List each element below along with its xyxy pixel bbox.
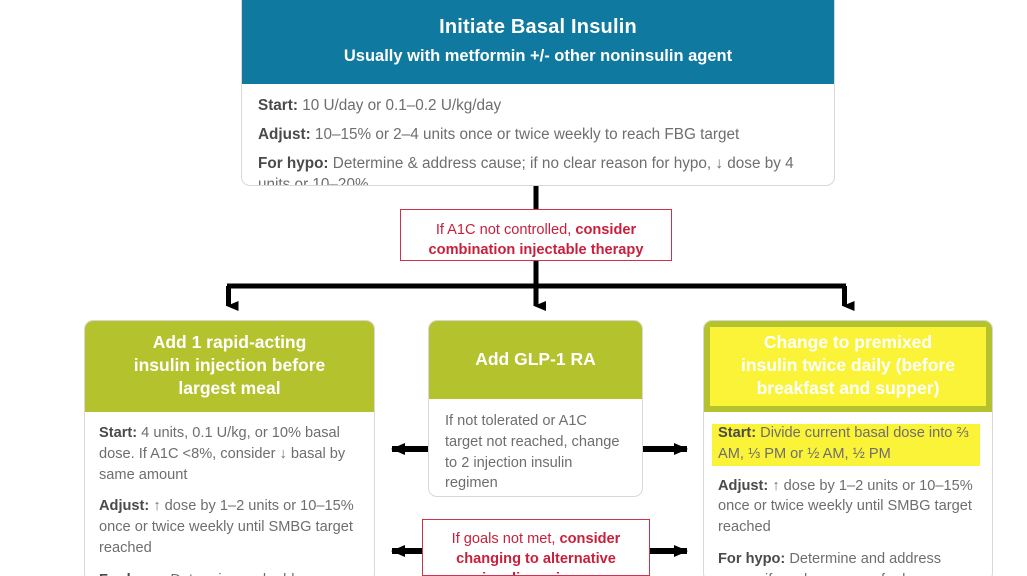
detail-row-adjust: Adjust: ↑ dose by 1–2 units or 10–15% on… [718, 476, 978, 538]
detail-label-for-hypo: For hypo: [718, 550, 786, 567]
card-change-to-premixed-insulin: Change to premixed insulin twice daily (… [703, 320, 993, 576]
decision-text-plain: If A1C not controlled, [435, 222, 576, 238]
card-body-initiate-basal-insulin: Start: 10 U/day or 0.1–0.2 U/kg/day Adju… [242, 84, 834, 186]
detail-row-for-hypo: For hypo: Determine & address cause; if … [258, 153, 818, 186]
decision-text-bold: consider changing to alternative insulin… [456, 531, 621, 575]
detail-label-adjust: Adjust: [99, 498, 150, 515]
card-title-line-3: breakfast and supper) [756, 378, 940, 399]
decision-box-goals-not-met: If goals not met, consider changing to a… [422, 519, 650, 576]
detail-row-for-hypo: For hypo: Determine and address cause; i… [99, 570, 360, 576]
card-header-add-rapid-acting-insulin: Add 1 rapid-acting insulin injection bef… [85, 321, 374, 413]
detail-text-glp1: If not tolerated or A1C target not reach… [445, 413, 620, 492]
detail-text-for-hypo: Determine and address cause; if no clear… [718, 550, 949, 576]
card-title: Add GLP-1 RA [475, 349, 596, 369]
card-body-change-to-premixed-insulin: Start: Divide current basal dose into ⅔ … [704, 412, 992, 576]
detail-label-for-hypo: For hypo: [99, 572, 166, 576]
card-title-line-2: insulin injection before [133, 355, 326, 376]
card-initiate-basal-insulin: Initiate Basal Insulin Usually with metf… [241, 0, 835, 186]
detail-label-for-hypo: For hypo: [258, 154, 329, 172]
detail-row-adjust: Adjust: 10–15% or 2–4 units once or twic… [258, 124, 818, 146]
card-subtitle: Usually with metformin +/- other noninsu… [343, 47, 733, 66]
card-header-initiate-basal-insulin: Initiate Basal Insulin Usually with metf… [242, 0, 834, 85]
detail-label-adjust: Adjust: [718, 477, 769, 494]
card-header-add-glp1-ra: Add GLP-1 RA [429, 321, 642, 400]
detail-text-start: 4 units, 0.1 U/kg, or 10% basal dose. If… [99, 425, 346, 483]
card-title-line-1: Add 1 rapid-acting [152, 332, 307, 352]
detail-text-for-hypo: Determine and address cause; if no clear… [99, 572, 322, 576]
card-add-glp1-ra: Add GLP-1 RA If not tolerated or A1C tar… [428, 320, 643, 497]
detail-row-adjust: Adjust: ↑ dose by 1–2 units or 10–15% on… [99, 496, 360, 558]
decision-text-bold: consider combination injectable therapy [428, 222, 644, 259]
detail-text-start: Divide current basal dose into ⅔ AM, ⅓ P… [718, 425, 969, 462]
detail-text-start: 10 U/day or 0.1–0.2 U/kg/day [297, 97, 502, 115]
detail-label-start: Start: [258, 97, 298, 115]
card-body-add-rapid-acting-insulin: Start: 4 units, 0.1 U/kg, or 10% basal d… [85, 412, 374, 576]
card-title: Initiate Basal Insulin [439, 16, 637, 38]
detail-label-start: Start: [99, 425, 138, 442]
card-title-line-1: Change to premixed [763, 332, 933, 352]
decision-text-plain: If goals not met, [451, 531, 560, 547]
detail-row-start: Start: 4 units, 0.1 U/kg, or 10% basal d… [99, 423, 360, 485]
detail-text-adjust: 10–15% or 2–4 units once or twice weekly… [310, 125, 740, 143]
card-title-line-3: largest meal [178, 378, 281, 399]
card-header-change-to-premixed-insulin: Change to premixed insulin twice daily (… [704, 321, 992, 413]
detail-label-adjust: Adjust: [258, 125, 311, 143]
card-title-line-2: insulin twice daily (before [741, 355, 955, 376]
detail-text-for-hypo: Determine & address cause; if no clear r… [258, 154, 794, 186]
card-add-rapid-acting-insulin: Add 1 rapid-acting insulin injection bef… [84, 320, 375, 576]
detail-label-start: Start: [718, 425, 757, 442]
detail-row-start: Start: 10 U/day or 0.1–0.2 U/kg/day [258, 95, 818, 117]
detail-text-adjust: ↑ dose by 1–2 units or 10–15% once or tw… [718, 477, 973, 536]
detail-row-for-hypo: For hypo: Determine and address cause; i… [718, 549, 978, 576]
detail-row-start: Start: Divide current basal dose into ⅔ … [718, 423, 978, 464]
card-body-add-glp1-ra: If not tolerated or A1C target not reach… [429, 399, 642, 496]
detail-text-adjust: ↑ dose by 1–2 units or 10–15% once or tw… [99, 498, 354, 556]
decision-box-a1c-not-controlled: If A1C not controlled, consider combinat… [400, 209, 672, 261]
